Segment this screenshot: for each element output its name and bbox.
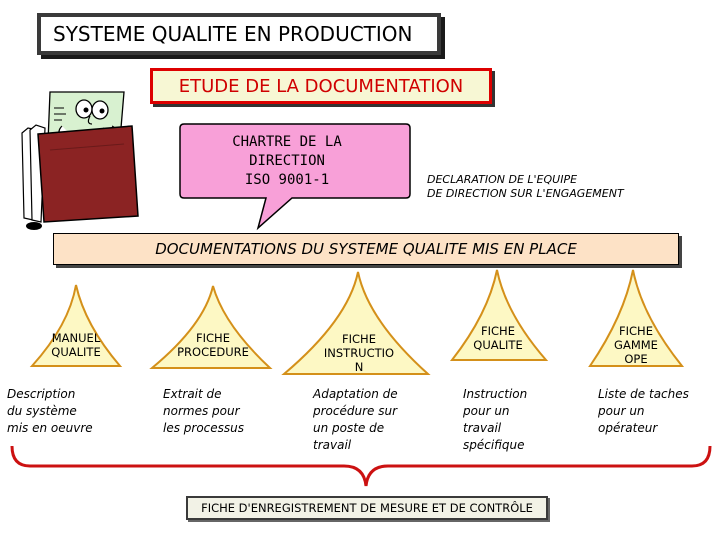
desc-instruction-line-1: Adaptation de — [313, 387, 398, 401]
desc-manuel-line-2: du système — [7, 404, 77, 418]
desc-manuel: Description du système mis en oeuvre — [7, 386, 127, 437]
label-gamme-line-1: FICHE — [619, 324, 653, 338]
label-manuel-line-1: MANUEL — [51, 331, 101, 345]
charter-line-1: CHARTRE DE LA — [232, 134, 342, 150]
charter-callout-bubble — [179, 123, 411, 231]
label-procedure-line-2: PROCEDURE — [177, 345, 249, 359]
label-qualite-line-1: FICHE — [481, 324, 515, 338]
desc-instruction-line-3: un poste de — [313, 421, 385, 435]
triangle-group — [29, 269, 685, 375]
label-manuel-line-2: QUALITE — [51, 345, 101, 359]
label-instruction: FICHE INSTRUCTIO N — [314, 332, 404, 374]
desc-qualite-line-1: Instruction — [463, 387, 528, 401]
desc-gamme-line-2: pour un — [598, 404, 645, 418]
desc-procedure-line-2: normes pour — [163, 404, 240, 418]
desc-qualite-line-2: pour un — [463, 404, 510, 418]
desc-instruction-line-4: travail — [313, 438, 352, 452]
desc-instruction-line-2: procédure sur — [313, 404, 398, 418]
declaration-line-2: DE DIRECTION SUR L'ENGAGEMENT — [427, 187, 624, 200]
label-gamme-line-3: OPE — [624, 352, 648, 366]
desc-manuel-line-3: mis en oeuvre — [7, 421, 93, 435]
documentation-banner-text: DOCUMENTATIONS DU SYSTEME QUALITE MIS EN… — [155, 240, 577, 258]
label-qualite-line-2: QUALITE — [473, 338, 523, 352]
desc-gamme: Liste de taches pour un opérateur — [598, 386, 716, 437]
label-instruction-line-1: FICHE — [342, 332, 376, 346]
footer-text: FICHE D'ENREGISTREMENT DE MESURE ET DE C… — [201, 501, 533, 515]
triangle-instruction — [281, 271, 431, 375]
desc-procedure-line-3: les processus — [163, 421, 245, 435]
label-gamme: FICHE GAMME OPE — [598, 324, 674, 366]
charter-line-2: DIRECTION — [249, 153, 325, 169]
charter-callout: CHARTRE DE LA DIRECTION ISO 9001-1 — [212, 133, 362, 190]
label-gamme-line-2: GAMME — [614, 338, 658, 352]
page-title-text: SYSTEME QUALITE EN PRODUCTION — [53, 22, 413, 46]
label-qualite: FICHE QUALITE — [460, 324, 536, 352]
triangle-qualite — [449, 269, 549, 361]
desc-procedure: Extrait de normes pour les processus — [163, 386, 283, 437]
declaration-line-1: DECLARATION DE L'EQUIPE — [427, 173, 578, 186]
desc-instruction: Adaptation de procédure sur un poste de … — [313, 386, 439, 454]
etude-text: ETUDE DE LA DOCUMENTATION — [178, 75, 464, 97]
label-procedure: FICHE PROCEDURE — [166, 331, 260, 359]
triangle-manuel — [29, 284, 123, 367]
footer-box: FICHE D'ENREGISTREMENT DE MESURE ET DE C… — [186, 496, 548, 520]
triangle-procedure — [149, 285, 273, 369]
desc-gamme-line-3: opérateur — [598, 421, 658, 435]
etude-box: ETUDE DE LA DOCUMENTATION — [150, 68, 492, 104]
documentation-banner: DOCUMENTATIONS DU SYSTEME QUALITE MIS EN… — [53, 233, 679, 265]
desc-gamme-line-1: Liste de taches — [598, 387, 689, 401]
label-manuel: MANUEL QUALITE — [36, 331, 116, 359]
charter-line-3: ISO 9001-1 — [244, 172, 330, 188]
label-instruction-line-2: INSTRUCTIO — [323, 346, 395, 360]
desc-qualite: Instruction pour un travail spécifique — [463, 386, 573, 454]
label-instruction-line-3: N — [354, 360, 364, 374]
desc-procedure-line-1: Extrait de — [163, 387, 222, 401]
folder-mascot-icon — [21, 91, 139, 230]
declaration-text: DECLARATION DE L'EQUIPE DE DIRECTION SUR… — [427, 173, 624, 201]
page-title: SYSTEME QUALITE EN PRODUCTION — [37, 13, 441, 55]
desc-qualite-line-4: spécifique — [463, 438, 525, 452]
desc-manuel-line-1: Description — [7, 387, 76, 401]
label-procedure-line-1: FICHE — [196, 331, 230, 345]
red-brace-icon — [10, 445, 712, 487]
desc-qualite-line-3: travail — [463, 421, 502, 435]
triangle-gamme — [588, 269, 685, 367]
